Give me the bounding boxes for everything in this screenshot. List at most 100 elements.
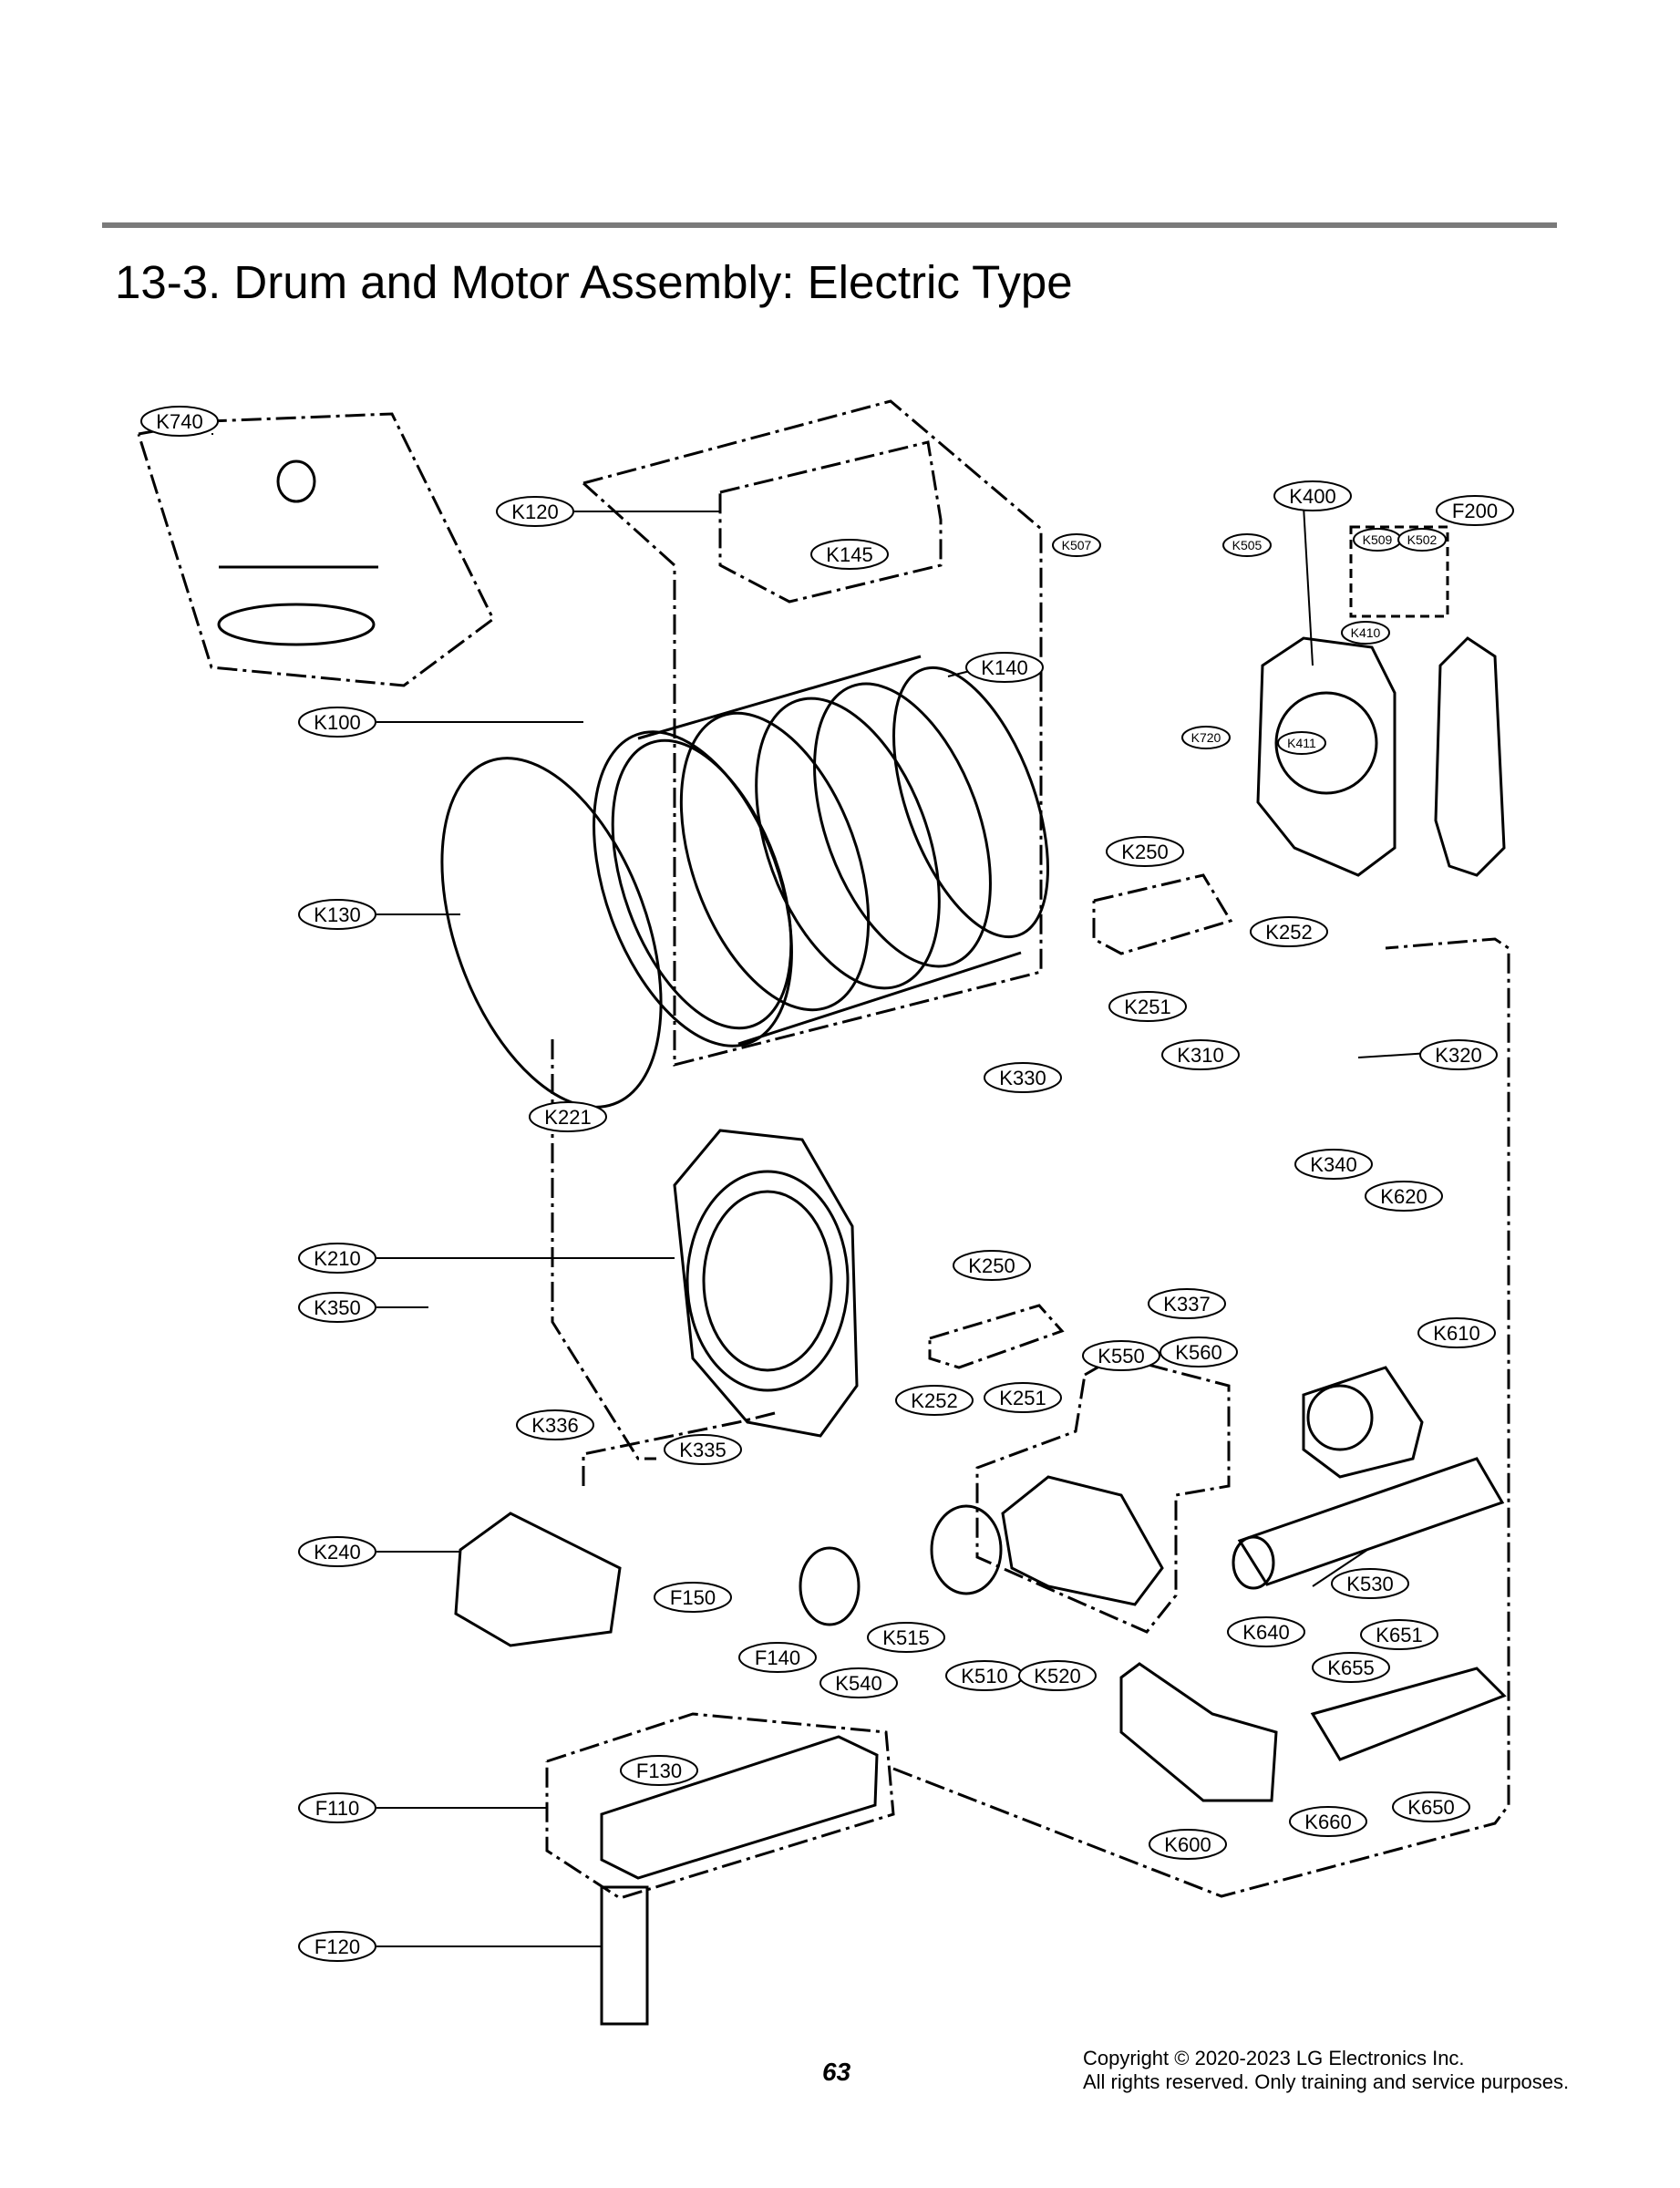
callout-bubble bbox=[1222, 533, 1272, 557]
callout-label: F110 bbox=[315, 1797, 360, 1820]
callout-bubble bbox=[298, 1792, 376, 1823]
callout-bubble bbox=[1161, 1039, 1240, 1070]
callout-label: K250 bbox=[1121, 841, 1168, 863]
callout-k140: K140 bbox=[965, 652, 1044, 683]
callout-label: K411 bbox=[1287, 736, 1316, 750]
motor-k610 bbox=[1302, 1366, 1424, 1479]
callout-label: K320 bbox=[1435, 1044, 1481, 1067]
callout-label: K400 bbox=[1289, 485, 1335, 508]
callout-bubble bbox=[298, 899, 376, 930]
callout-label: K510 bbox=[961, 1665, 1007, 1687]
callout-label: K505 bbox=[1232, 538, 1263, 552]
callout-k560: K560 bbox=[1160, 1337, 1238, 1368]
callout-k740: K740 bbox=[140, 406, 219, 437]
callout-label: K620 bbox=[1380, 1185, 1427, 1208]
leader-lines bbox=[211, 433, 1430, 1947]
rear-panel-k400 bbox=[1256, 636, 1506, 877]
callout-k610: K610 bbox=[1417, 1317, 1496, 1348]
rear-bulkhead-outline bbox=[551, 1039, 656, 1460]
callout-bubble bbox=[1108, 991, 1187, 1022]
callout-k310: K310 bbox=[1161, 1039, 1240, 1070]
callout-k515: K515 bbox=[867, 1622, 945, 1653]
callout-k251b: K251 bbox=[984, 1382, 1062, 1413]
drum bbox=[593, 655, 1049, 1048]
callout-label: K250 bbox=[968, 1254, 1015, 1277]
callout-f200: F200 bbox=[1436, 495, 1514, 526]
callout-label: K210 bbox=[314, 1247, 360, 1270]
callout-k655: K655 bbox=[1312, 1652, 1390, 1683]
callout-k250a: K250 bbox=[1106, 836, 1184, 867]
heater-housing-f110 bbox=[600, 1735, 879, 2026]
callout-label: K650 bbox=[1407, 1796, 1454, 1819]
callout-bubble bbox=[984, 1062, 1062, 1093]
callout-k145: K145 bbox=[810, 539, 889, 570]
callout-k720: K720 bbox=[1181, 726, 1231, 749]
callout-bubble bbox=[1294, 1149, 1373, 1180]
callout-k250b: K250 bbox=[953, 1250, 1031, 1281]
copyright-line-1: Copyright © 2020-2023 LG Electronics Inc… bbox=[1083, 2047, 1465, 2069]
callout-label: K515 bbox=[882, 1626, 929, 1649]
callout-label: K221 bbox=[544, 1106, 591, 1129]
callout-label: K145 bbox=[826, 543, 872, 566]
callout-k320: K320 bbox=[1419, 1039, 1498, 1070]
callout-label: K509 bbox=[1363, 532, 1393, 547]
callout-bubble bbox=[1417, 1317, 1496, 1348]
callout-bubble bbox=[620, 1755, 698, 1786]
callout-k600: K600 bbox=[1149, 1829, 1227, 1860]
callout-label: K640 bbox=[1242, 1621, 1289, 1644]
belt bbox=[440, 757, 663, 1109]
callout-f140: F140 bbox=[738, 1642, 817, 1673]
callout-label: K610 bbox=[1433, 1322, 1479, 1345]
callout-bubble bbox=[1149, 1829, 1227, 1860]
callout-bubble bbox=[1250, 916, 1328, 947]
callout-label: K410 bbox=[1351, 625, 1381, 640]
callout-bubble bbox=[1227, 1616, 1305, 1647]
callout-k650: K650 bbox=[1392, 1791, 1470, 1822]
callout-k620: K620 bbox=[1365, 1181, 1443, 1212]
callout-label: K100 bbox=[314, 711, 360, 734]
callout-bubble bbox=[965, 652, 1044, 683]
callout-label: F150 bbox=[670, 1586, 716, 1609]
callout-bubble bbox=[1341, 621, 1390, 645]
callout-label: K252 bbox=[1265, 921, 1312, 944]
callout-k335: K335 bbox=[664, 1434, 742, 1465]
callout-bubble bbox=[1419, 1039, 1498, 1070]
callout-label: K252 bbox=[911, 1389, 957, 1412]
callout-bubble bbox=[1052, 533, 1101, 557]
callout-bubble bbox=[1106, 836, 1184, 867]
callout-label: K600 bbox=[1164, 1833, 1211, 1856]
lint-housing-k240 bbox=[454, 1512, 622, 1647]
callout-bubble bbox=[664, 1434, 742, 1465]
callout-k252b: K252 bbox=[895, 1385, 974, 1416]
callout-label: K507 bbox=[1062, 538, 1092, 552]
callout-label: F120 bbox=[314, 1935, 360, 1958]
callout-k350: K350 bbox=[298, 1292, 376, 1323]
callout-label: K335 bbox=[679, 1439, 726, 1461]
callout-label: K350 bbox=[314, 1296, 360, 1319]
callout-bubble bbox=[819, 1667, 898, 1698]
callout-f110: F110 bbox=[298, 1792, 376, 1823]
callout-k251a: K251 bbox=[1108, 991, 1187, 1022]
callout-bubble bbox=[867, 1622, 945, 1653]
page-title: 13-3. Drum and Motor Assembly: Electric … bbox=[115, 256, 1073, 308]
callout-k509: K509 bbox=[1353, 528, 1402, 552]
bearing-kit-outline-b bbox=[928, 1304, 1065, 1369]
callout-k651: K651 bbox=[1360, 1619, 1438, 1650]
header-rule bbox=[102, 222, 1557, 228]
callout-label: K520 bbox=[1034, 1665, 1080, 1687]
callouts: K740K120K145K140K100K130K221K210K350K336… bbox=[140, 406, 1514, 1962]
callout-bubble bbox=[1273, 480, 1352, 511]
callout-label: K251 bbox=[1124, 996, 1170, 1018]
callout-k120: K120 bbox=[496, 496, 574, 527]
callout-label: K655 bbox=[1327, 1656, 1374, 1679]
callout-f120: F120 bbox=[298, 1931, 376, 1962]
callout-bubble bbox=[1148, 1288, 1226, 1319]
callout-k400: K400 bbox=[1273, 480, 1352, 511]
rear-bulkhead bbox=[673, 1129, 859, 1438]
callout-bubble bbox=[953, 1250, 1031, 1281]
callout-bubble bbox=[298, 1243, 376, 1274]
callout-bubble bbox=[984, 1382, 1062, 1413]
callout-k337: K337 bbox=[1148, 1288, 1226, 1319]
callout-bubble bbox=[738, 1642, 817, 1673]
cabinet-outline bbox=[892, 937, 1510, 1898]
